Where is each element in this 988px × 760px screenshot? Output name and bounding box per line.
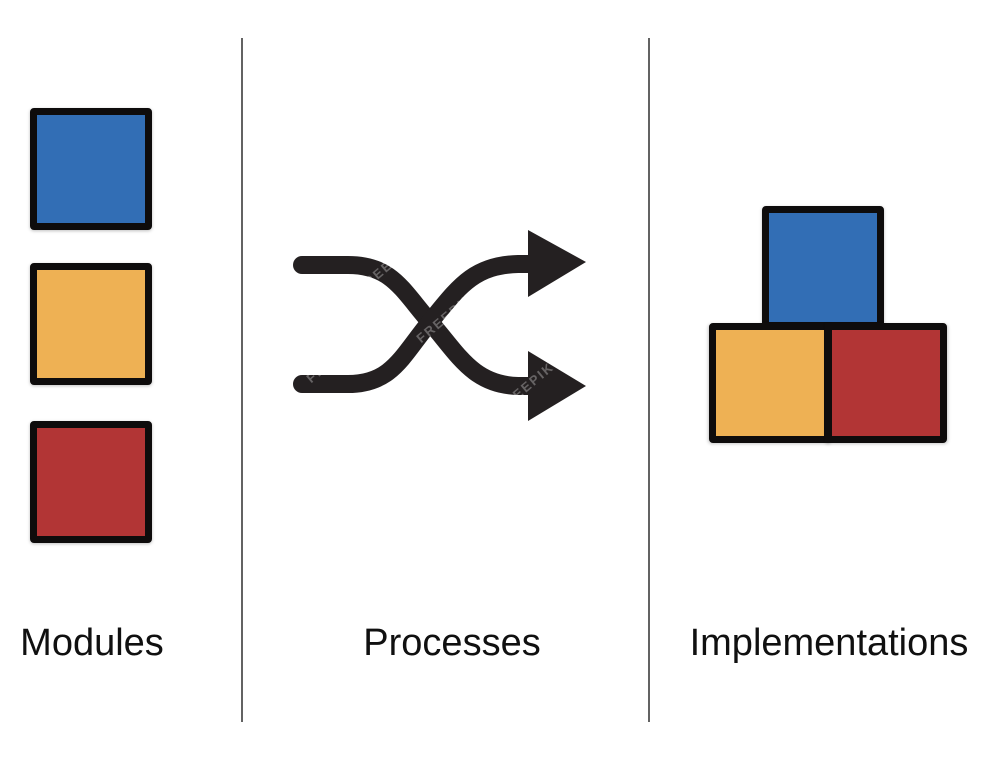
shuffle-arrows-svg [293, 230, 586, 421]
arrowhead-top-right [528, 230, 586, 297]
implementation-square-yellow [709, 323, 831, 443]
module-square-blue [30, 108, 152, 230]
processes-label: Processes [363, 622, 541, 664]
module-square-yellow [30, 263, 152, 385]
implementations-label: Implementations [689, 622, 969, 664]
implementation-square-blue [762, 206, 884, 329]
column-divider-1 [241, 38, 243, 722]
implementation-square-red [825, 323, 947, 443]
shuffle-path-top-left-to-bottom-right [293, 256, 537, 395]
modules-label: Modules [20, 622, 164, 664]
column-divider-2 [648, 38, 650, 722]
module-square-red [30, 421, 152, 543]
shuffle-arrows-icon: FREEPIK FREEPIK FREEPIK FREEPIK [290, 220, 600, 430]
arrowhead-bottom-right [528, 351, 586, 421]
shuffle-path-bottom-left-to-top-right [293, 255, 537, 393]
